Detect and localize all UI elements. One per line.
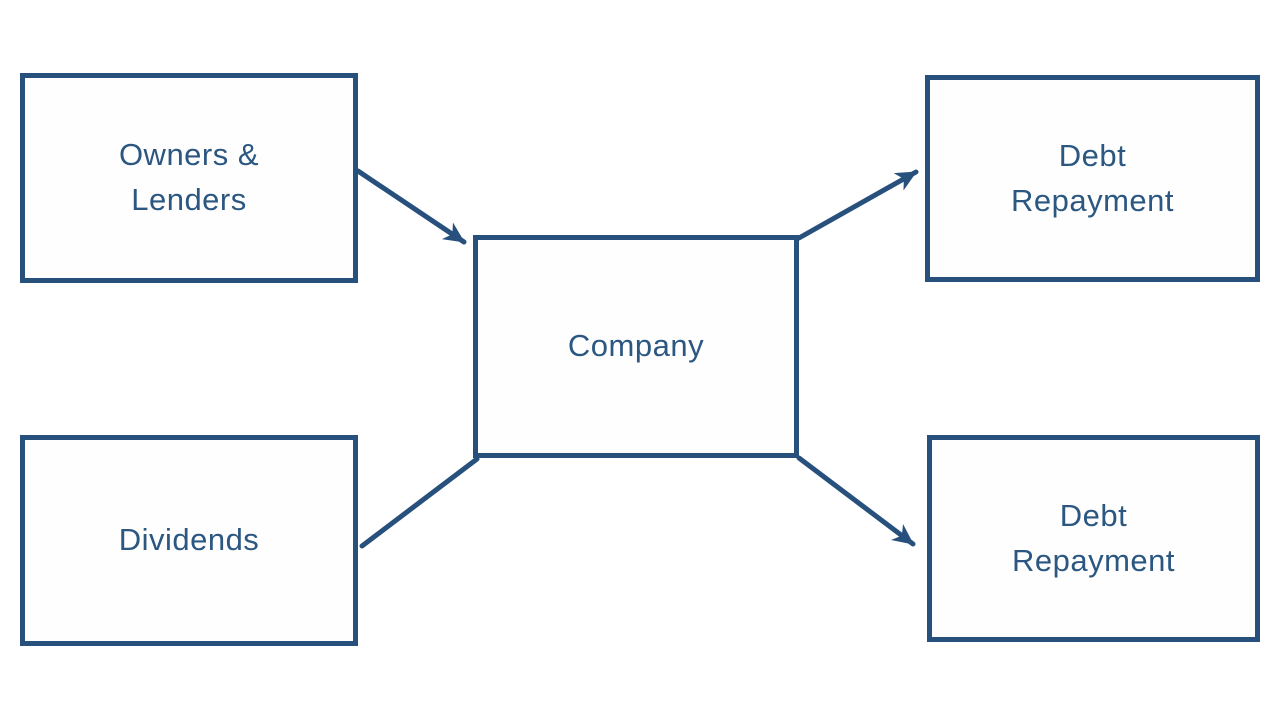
node-label-company: Company — [567, 328, 705, 364]
node-dividends: Dividends — [20, 435, 358, 646]
node-label-owners-lenders: Owners & Lenders — [118, 137, 260, 217]
node-company: Company — [473, 235, 799, 458]
node-debt-repayment-top: Debt Repayment — [925, 75, 1260, 282]
node-debt-repayment-bottom: Debt Repayment — [927, 435, 1260, 642]
connector-owners-lenders-to-company — [355, 168, 467, 245]
node-label-debt-repayment-bottom: Debt Repayment — [1011, 497, 1176, 578]
node-label-dividends: Dividends — [118, 522, 260, 558]
connector-dividends-to-company — [359, 456, 480, 549]
node-label-debt-repayment-top: Debt Repayment — [1010, 137, 1175, 218]
connector-company-to-debt-repayment-top — [796, 169, 919, 241]
node-owners-lenders: Owners & Lenders — [20, 73, 358, 283]
connector-company-to-debt-repayment-bottom — [796, 455, 916, 547]
